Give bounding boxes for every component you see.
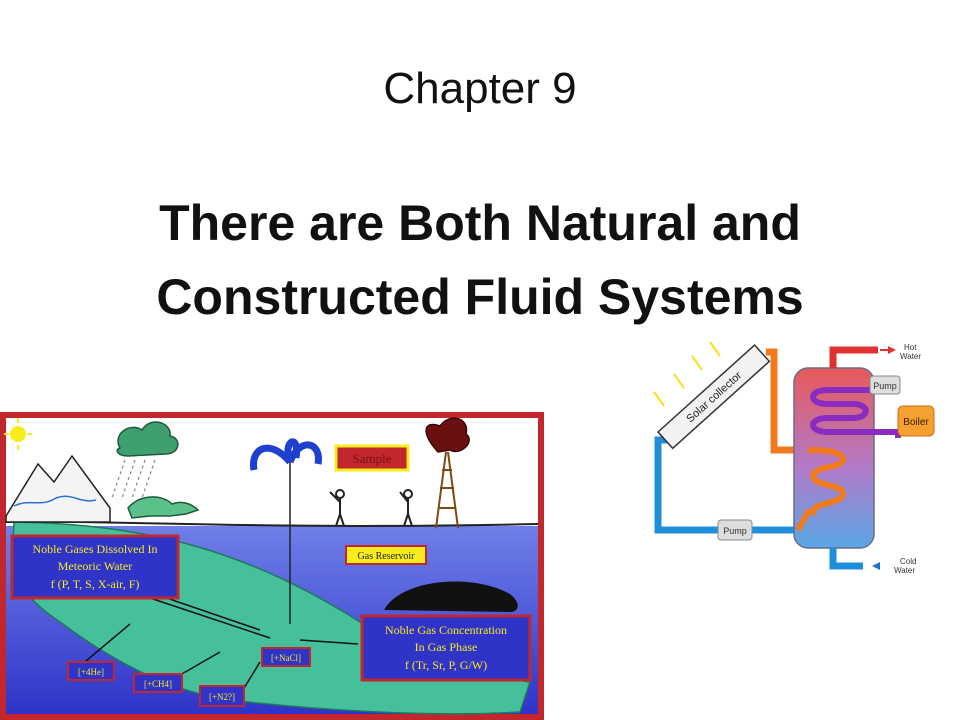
meteoric-line3: f (P, T, S, X-air, F) [51, 577, 140, 591]
sun-rays-icon [653, 341, 721, 407]
cold-water-label-2: Water [894, 566, 915, 575]
rain-cloud-icon [116, 421, 179, 457]
solar-water-heater-diagram: Pump Boiler Pump Solar collector Hot Wat… [653, 341, 935, 575]
boiler-coil [810, 387, 901, 438]
dinosaur-icon [127, 496, 200, 519]
gas-phase-line1: Noble Gas Concentration [385, 623, 507, 637]
input-nacl-label: [+NaCl] [271, 653, 301, 663]
gas-reservoir [384, 581, 518, 612]
boiler-label: Boiler [903, 417, 929, 428]
gas-phase-line2: In Gas Phase [415, 640, 478, 654]
meteoric-line2: Meteoric Water [58, 559, 132, 573]
cold-arrow-icon [872, 562, 880, 570]
solar-collector-panel: Solar collector [656, 343, 771, 450]
solar-collector-label: Solar collector [684, 369, 744, 425]
cold-water-pipe [829, 548, 863, 570]
sample-label: Sample [353, 451, 392, 466]
input-he-label: [+4He] [78, 667, 104, 677]
derrick-icon [435, 451, 459, 529]
title-line-1: There are Both Natural and [159, 195, 801, 251]
mountain [5, 454, 111, 523]
gas-reservoir-label: Gas Reservoir [358, 551, 416, 562]
meteoric-line1: Noble Gases Dissolved In [33, 542, 158, 556]
person-right-icon [399, 489, 413, 527]
chapter-heading: Chapter 9 [383, 64, 577, 113]
meteoric-water-box [10, 534, 180, 600]
hot-water-pipe [829, 346, 878, 368]
sun-icon [10, 426, 26, 442]
title-line-2: Constructed Fluid Systems [156, 269, 804, 325]
hot-collector-pipe [766, 348, 808, 454]
input-ch4-label: [+CH4] [144, 679, 172, 689]
gas-phase-line3: f (Tr, Sr, P, G/W) [405, 658, 487, 672]
slide-title: There are Both Natural and Constructed F… [90, 186, 870, 334]
solar-coil [795, 447, 847, 532]
pump-bottom-label: Pump [723, 526, 747, 536]
pump-top-label: Pump [873, 381, 897, 391]
natural-fluid-system-diagram: Sample Gas Reservoir Noble Gases Dissolv… [0, 412, 544, 720]
input-n2-label: [+N2?] [209, 692, 235, 702]
water-geyser [250, 438, 322, 471]
gas-phase-box [360, 614, 532, 682]
cold-water-label-1: Cold [900, 557, 916, 566]
hot-water-label-2: Water [900, 352, 921, 361]
hot-water-label-1: Hot [904, 343, 917, 352]
person-left-icon [329, 489, 345, 527]
gas-gusher [425, 417, 470, 453]
